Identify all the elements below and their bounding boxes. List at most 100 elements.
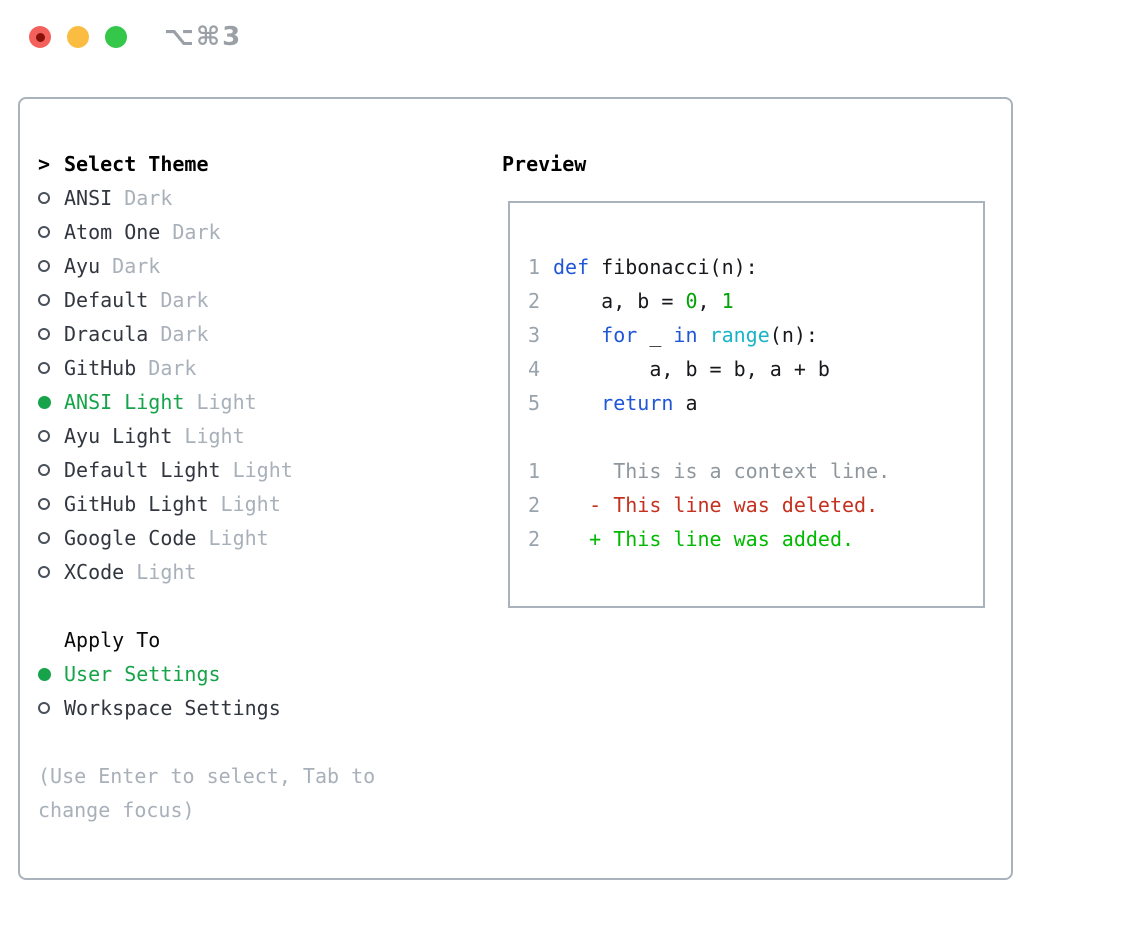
theme-option-ayu-light[interactable]: Ayu Light Light bbox=[38, 419, 488, 453]
code-line: 2 + This line was added. bbox=[528, 522, 983, 556]
theme-option-default-light[interactable]: Default Light Light bbox=[38, 453, 488, 487]
line-number: 2 bbox=[528, 493, 541, 517]
theme-option-label: GitHub Light Light bbox=[64, 487, 281, 521]
theme-name: XCode bbox=[64, 560, 125, 584]
theme-variant-tag: Light bbox=[172, 424, 245, 448]
code-token-plain bbox=[553, 391, 601, 415]
theme-name: ANSI Light bbox=[64, 390, 185, 414]
theme-option-label: Google Code Light bbox=[64, 521, 269, 555]
code-token-plain: fibonacci(n): bbox=[589, 255, 758, 279]
code-line: 5 return a bbox=[528, 386, 983, 420]
theme-option-ansi[interactable]: ANSI Dark bbox=[38, 181, 488, 215]
theme-option-dracula[interactable]: Dracula Dark bbox=[38, 317, 488, 351]
radio-selected-icon bbox=[38, 395, 51, 409]
zoom-button[interactable] bbox=[105, 26, 127, 48]
apply-option-label: User Settings bbox=[64, 662, 221, 686]
theme-option-label: Dracula Dark bbox=[64, 317, 209, 351]
theme-name: ANSI bbox=[64, 186, 113, 210]
code-line: 4 a, b = b, a + b bbox=[528, 352, 983, 386]
line-number: 1 bbox=[528, 459, 541, 483]
code-token-number: 0 bbox=[685, 289, 698, 313]
theme-option-default[interactable]: Default Dark bbox=[38, 283, 488, 317]
code-line: 2 - This line was deleted. bbox=[528, 488, 983, 522]
apply-option-user-settings[interactable]: User Settings bbox=[38, 657, 488, 691]
theme-option-label: XCode Light bbox=[64, 555, 196, 589]
radio-unselected-icon bbox=[38, 362, 50, 374]
code-line: 2 a, b = 0, 1 bbox=[528, 284, 983, 318]
code-token-keyword: for bbox=[601, 323, 638, 347]
code-token-plain bbox=[698, 323, 710, 347]
apply-option-label: Workspace Settings bbox=[64, 696, 281, 720]
theme-variant-tag: Dark bbox=[100, 254, 161, 278]
cursor-marker: > bbox=[38, 152, 51, 176]
theme-variant-tag: Dark bbox=[160, 220, 221, 244]
line-number: 2 bbox=[528, 289, 541, 313]
code-token-keyword: in bbox=[673, 323, 698, 347]
line-number: 2 bbox=[528, 527, 541, 551]
theme-variant-tag: Light bbox=[220, 458, 293, 482]
theme-name: GitHub Light bbox=[64, 492, 209, 516]
close-button[interactable] bbox=[29, 26, 51, 48]
theme-name: Default bbox=[64, 288, 149, 312]
keyboard-hint: (Use Enter to select, Tab to change focu… bbox=[38, 764, 376, 822]
radio-unselected-icon bbox=[38, 226, 50, 238]
theme-option-atom-one[interactable]: Atom One Dark bbox=[38, 215, 488, 249]
line-number: 4 bbox=[528, 357, 541, 381]
theme-option-label: Default Dark bbox=[64, 283, 209, 317]
radio-unselected-icon bbox=[38, 532, 50, 544]
theme-variant-tag: Dark bbox=[148, 322, 209, 346]
code-line bbox=[528, 420, 983, 454]
theme-name: Ayu bbox=[64, 254, 101, 278]
spacer bbox=[38, 589, 488, 623]
theme-option-label: GitHub Dark bbox=[64, 351, 196, 385]
theme-name: Dracula bbox=[64, 322, 149, 346]
theme-option-ansi-light[interactable]: ANSI Light Light bbox=[38, 385, 488, 419]
radio-unselected-icon bbox=[38, 702, 50, 714]
theme-option-label: Ayu Light Light bbox=[64, 419, 245, 453]
theme-option-github[interactable]: GitHub Dark bbox=[38, 351, 488, 385]
code-token-context: This is a context line. bbox=[553, 459, 891, 483]
theme-variant-tag: Dark bbox=[136, 356, 197, 380]
code-token-plain: , bbox=[697, 289, 722, 313]
radio-unselected-icon bbox=[38, 192, 50, 204]
radio-unselected-icon bbox=[38, 328, 50, 340]
theme-option-google-code[interactable]: Google Code Light bbox=[38, 521, 488, 555]
select-theme-header-row: > Select Theme bbox=[38, 147, 488, 181]
theme-option-xcode[interactable]: XCode Light bbox=[38, 555, 488, 589]
theme-name: GitHub bbox=[64, 356, 137, 380]
theme-name: Atom One bbox=[64, 220, 161, 244]
code-token-deleted: - This line was deleted. bbox=[553, 493, 879, 517]
code-line: 1 This is a context line. bbox=[528, 454, 983, 488]
code-token-plain: (n): bbox=[769, 323, 818, 347]
theme-name: Ayu Light bbox=[64, 424, 173, 448]
radio-unselected-icon bbox=[38, 498, 50, 510]
preview-title: Preview bbox=[502, 152, 587, 176]
apply-to-header-row: Apply To bbox=[38, 623, 488, 657]
theme-variant-tag: Dark bbox=[148, 288, 209, 312]
select-theme-title: Select Theme bbox=[64, 152, 209, 176]
window-title: ⌥⌘3 bbox=[164, 22, 243, 52]
spacer bbox=[38, 725, 488, 759]
theme-option-ayu[interactable]: Ayu Dark bbox=[38, 249, 488, 283]
minimize-button[interactable] bbox=[67, 26, 89, 48]
radio-unselected-icon bbox=[38, 260, 50, 272]
code-token-plain: a bbox=[673, 391, 698, 415]
theme-option-label: ANSI Light Light bbox=[64, 385, 257, 419]
theme-option-label: Ayu Dark bbox=[64, 249, 160, 283]
theme-variant-tag: Light bbox=[124, 560, 197, 584]
radio-unselected-icon bbox=[38, 294, 50, 306]
code-token-added: + This line was added. bbox=[553, 527, 855, 551]
theme-option-github-light[interactable]: GitHub Light Light bbox=[38, 487, 488, 521]
code-token-builtin: range bbox=[709, 323, 770, 347]
apply-option-workspace-settings[interactable]: Workspace Settings bbox=[38, 691, 488, 725]
code-token-plain: a, b = bbox=[553, 289, 686, 313]
code-token-number: 1 bbox=[721, 289, 734, 313]
radio-unselected-icon bbox=[38, 566, 50, 578]
theme-variant-tag: Dark bbox=[112, 186, 173, 210]
radio-unselected-icon bbox=[38, 464, 50, 476]
